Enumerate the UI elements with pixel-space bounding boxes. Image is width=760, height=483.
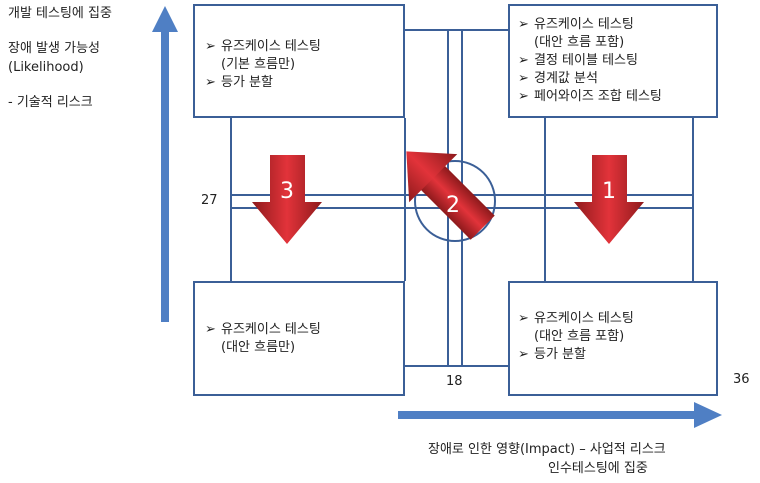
quadrant-top-left-list: ➢ 유즈케이스 테스팅 (기본 흐름만) ➢ 등가 분할	[205, 38, 403, 92]
quadrant-item-text: 페어와이즈 조합 테스팅	[534, 89, 662, 104]
quadrant-top-right-list: ➢ 유즈케이스 테스팅 (대안 흐름 포함) ➢ 결정 테이블 테스팅 ➢ 경계값 분석 ➢ 페…	[518, 16, 716, 106]
bullet-arrow-icon: ➢	[205, 75, 216, 90]
bullet-arrow-icon: ➢	[205, 39, 216, 54]
quadrant-item-text: (대안 흐름 포함)	[534, 35, 625, 50]
quadrant-item-text: 유즈케이스 테스팅	[221, 322, 321, 337]
quadrant-item: ➢ 경계값 분석	[518, 70, 716, 88]
quadrant-item: ➢ 결정 테이블 테스팅	[518, 52, 716, 70]
x-mid-value: 18	[446, 374, 463, 389]
quadrant-item-text: (대안 흐름 포함)	[534, 329, 625, 344]
y-axis-arrow	[152, 6, 178, 322]
quadrant-bottom-right: ➢ 유즈케이스 테스팅 (대안 흐름 포함) ➢ 등가 분할	[508, 281, 718, 396]
bullet-arrow-icon: ➢	[518, 17, 529, 32]
quadrant-item-text: 등가 분할	[534, 347, 586, 362]
bullet-arrow-icon: ➢	[518, 53, 529, 68]
quadrant-item: ➢ 유즈케이스 테스팅	[518, 16, 716, 34]
quadrant-item-text: 결정 테이블 테스팅	[534, 53, 638, 68]
arrow-3: 3	[252, 155, 322, 244]
arrow-2-label: 2	[446, 193, 460, 218]
quadrant-item: (기본 흐름만)	[205, 56, 403, 74]
quadrant-item: ➢ 페어와이즈 조합 테스팅	[518, 88, 716, 106]
acceptance-label: 인수테스팅에 집중	[548, 461, 648, 476]
bullet-arrow-icon: ➢	[518, 89, 529, 104]
bullet-arrow-icon: ➢	[205, 322, 216, 337]
arrow-2: 2	[406, 151, 495, 240]
quadrant-item-text: 경계값 분석	[534, 71, 598, 86]
quadrant-item: (대안 흐름 포함)	[518, 328, 716, 346]
arrow-1-label: 1	[602, 179, 616, 204]
quadrant-bottom-right-list: ➢ 유즈케이스 테스팅 (대안 흐름 포함) ➢ 등가 분할	[518, 310, 716, 364]
quadrant-bottom-left: ➢ 유즈케이스 테스팅 (대안 흐름만)	[193, 281, 405, 396]
arrow-3-label: 3	[280, 179, 294, 204]
tech-risk-label: - 기술적 리스크	[8, 95, 93, 110]
quadrant-item: ➢ 유즈케이스 테스팅	[518, 310, 716, 328]
quadrant-item: (대안 흐름만)	[205, 339, 403, 357]
quadrant-item-text: 유즈케이스 테스팅	[534, 311, 634, 326]
quadrant-item-text: 유즈케이스 테스팅	[534, 17, 634, 32]
quadrant-item-text: (기본 흐름만)	[221, 57, 296, 72]
quadrant-item-text: (대안 흐름만)	[221, 340, 296, 355]
likelihood-label-en: (Likelihood)	[8, 60, 84, 75]
y-axis-label: 개발 테스팅에 집중	[8, 6, 112, 21]
bullet-arrow-icon: ➢	[518, 311, 529, 326]
bullet-arrow-icon: ➢	[518, 347, 529, 362]
quadrant-item-text: 유즈케이스 테스팅	[221, 39, 321, 54]
y-mid-value: 27	[201, 193, 218, 208]
quadrant-item-text: 등가 분할	[221, 75, 273, 90]
quadrant-item: ➢ 등가 분할	[205, 74, 403, 92]
likelihood-label: 장애 발생 가능성	[8, 41, 100, 56]
x-axis-label: 장애로 인한 영향(Impact) – 사업적 리스크	[428, 442, 666, 457]
quadrant-item: (대안 흐름 포함)	[518, 34, 716, 52]
quadrant-item: ➢ 유즈케이스 테스팅	[205, 38, 403, 56]
quadrant-top-left: ➢ 유즈케이스 테스팅 (기본 흐름만) ➢ 등가 분할	[193, 4, 405, 118]
quadrant-item: ➢ 유즈케이스 테스팅	[205, 321, 403, 339]
x-axis-arrow	[398, 402, 722, 428]
arrow-1: 1	[574, 155, 644, 244]
quadrant-bottom-left-list: ➢ 유즈케이스 테스팅 (대안 흐름만)	[205, 321, 403, 357]
bullet-arrow-icon: ➢	[518, 71, 529, 86]
x-max-value: 36	[733, 372, 750, 387]
quadrant-item: ➢ 등가 분할	[518, 346, 716, 364]
quadrant-top-right: ➢ 유즈케이스 테스팅 (대안 흐름 포함) ➢ 결정 테이블 테스팅 ➢ 경계값 분석 ➢ 페…	[508, 4, 718, 118]
